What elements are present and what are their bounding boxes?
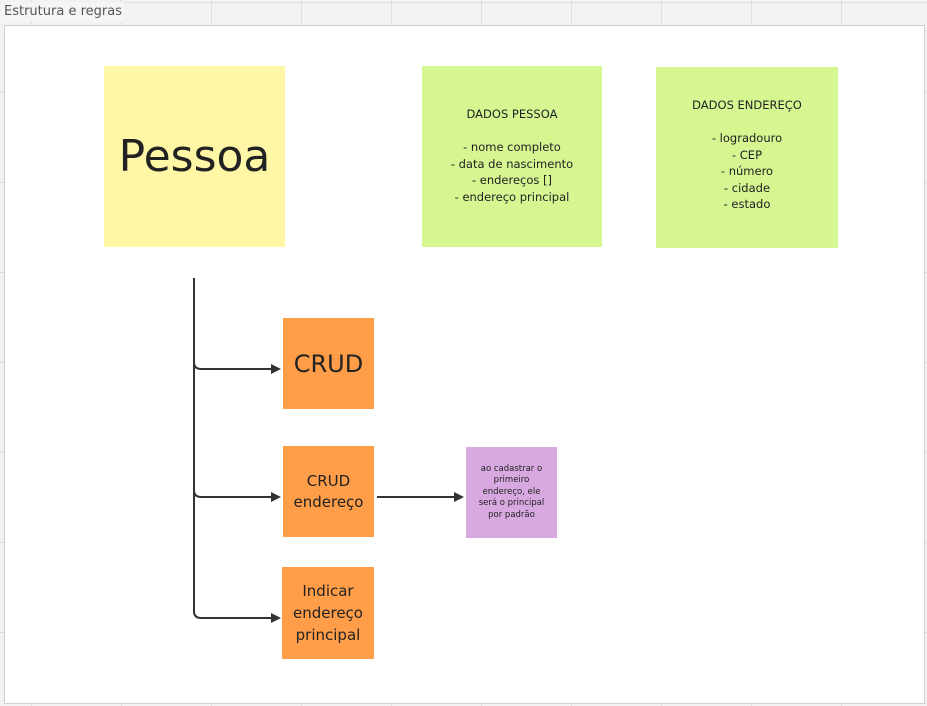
sticky-crud-text: CRUD bbox=[293, 349, 364, 378]
sticky-indicar-endereco-principal-text: Indicar endereço principal bbox=[293, 582, 363, 644]
frame-title[interactable]: Estrutura e regras bbox=[2, 2, 124, 22]
sticky-nota-text: ao cadastrar o primeiro endereço, ele se… bbox=[478, 463, 545, 520]
sticky-dados-endereco-text: DADOS ENDEREÇO - logradouro - CEP - núme… bbox=[692, 98, 802, 211]
sticky-pessoa[interactable]: Pessoa bbox=[104, 66, 285, 247]
connector-pessoa-to-crud-endereco[interactable] bbox=[193, 362, 281, 502]
sticky-pessoa-text: Pessoa bbox=[118, 131, 271, 182]
sticky-crud-endereco-text: CRUD endereço bbox=[293, 471, 364, 511]
sticky-nota-endereco-principal[interactable]: ao cadastrar o primeiro endereço, ele se… bbox=[466, 447, 557, 538]
sticky-dados-pessoa-text: DADOS PESSOA - nome completo - data de n… bbox=[450, 107, 574, 204]
sticky-dados-pessoa[interactable]: DADOS PESSOA - nome completo - data de n… bbox=[422, 66, 602, 247]
connector-pessoa-to-crud[interactable] bbox=[193, 278, 281, 374]
sticky-crud-endereco[interactable]: CRUD endereço bbox=[283, 446, 374, 537]
connector-pessoa-to-indicar-endereco[interactable] bbox=[193, 490, 281, 623]
sticky-indicar-endereco-principal[interactable]: Indicar endereço principal bbox=[282, 567, 374, 659]
sticky-dados-endereco[interactable]: DADOS ENDEREÇO - logradouro - CEP - núme… bbox=[656, 67, 838, 248]
sticky-crud[interactable]: CRUD bbox=[283, 318, 374, 409]
